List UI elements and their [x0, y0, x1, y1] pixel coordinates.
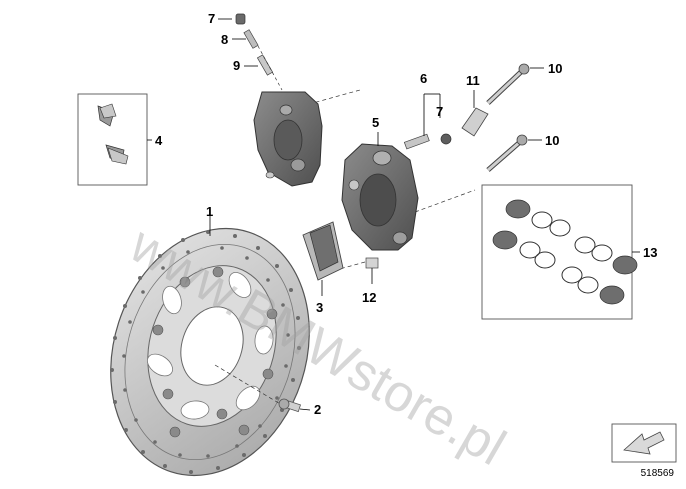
callout-11: 11 [466, 73, 480, 88]
callout-5: 5 [372, 115, 380, 130]
callout-9: 9 [233, 58, 241, 73]
callout-4: 4 [155, 133, 163, 148]
callout-12: 12 [362, 290, 377, 305]
bleeder-top-parts[interactable] [218, 13, 283, 91]
disc-bolt-part[interactable] [278, 398, 311, 413]
callout-1: 1 [206, 204, 214, 219]
pad-pin-part[interactable] [365, 257, 379, 284]
callout-10-lower: 10 [545, 133, 560, 148]
brake-disc-part[interactable] [80, 203, 340, 484]
callout-13: 13 [643, 245, 658, 260]
callout-6: 6 [420, 71, 428, 86]
piston-seal-box[interactable] [481, 184, 640, 320]
caliper-bolts[interactable] [486, 63, 544, 172]
direction-arrow-box [611, 423, 677, 463]
pad-clips-box[interactable] [77, 93, 152, 186]
brake-pad-part[interactable] [302, 221, 344, 296]
caliper-front-part[interactable] [341, 132, 430, 251]
callout-3: 3 [316, 300, 324, 315]
callout-10-upper: 10 [548, 61, 563, 76]
callout-8: 8 [221, 32, 229, 47]
callout-7-top: 7 [208, 11, 216, 26]
callout-2: 2 [314, 402, 322, 417]
bleeder-right-parts[interactable] [423, 93, 452, 145]
reference-number: 518569 [640, 468, 674, 479]
callout-7-right: 7 [436, 104, 444, 119]
retaining-spring-part[interactable] [461, 90, 489, 137]
caliper-rear-part[interactable] [253, 91, 323, 187]
